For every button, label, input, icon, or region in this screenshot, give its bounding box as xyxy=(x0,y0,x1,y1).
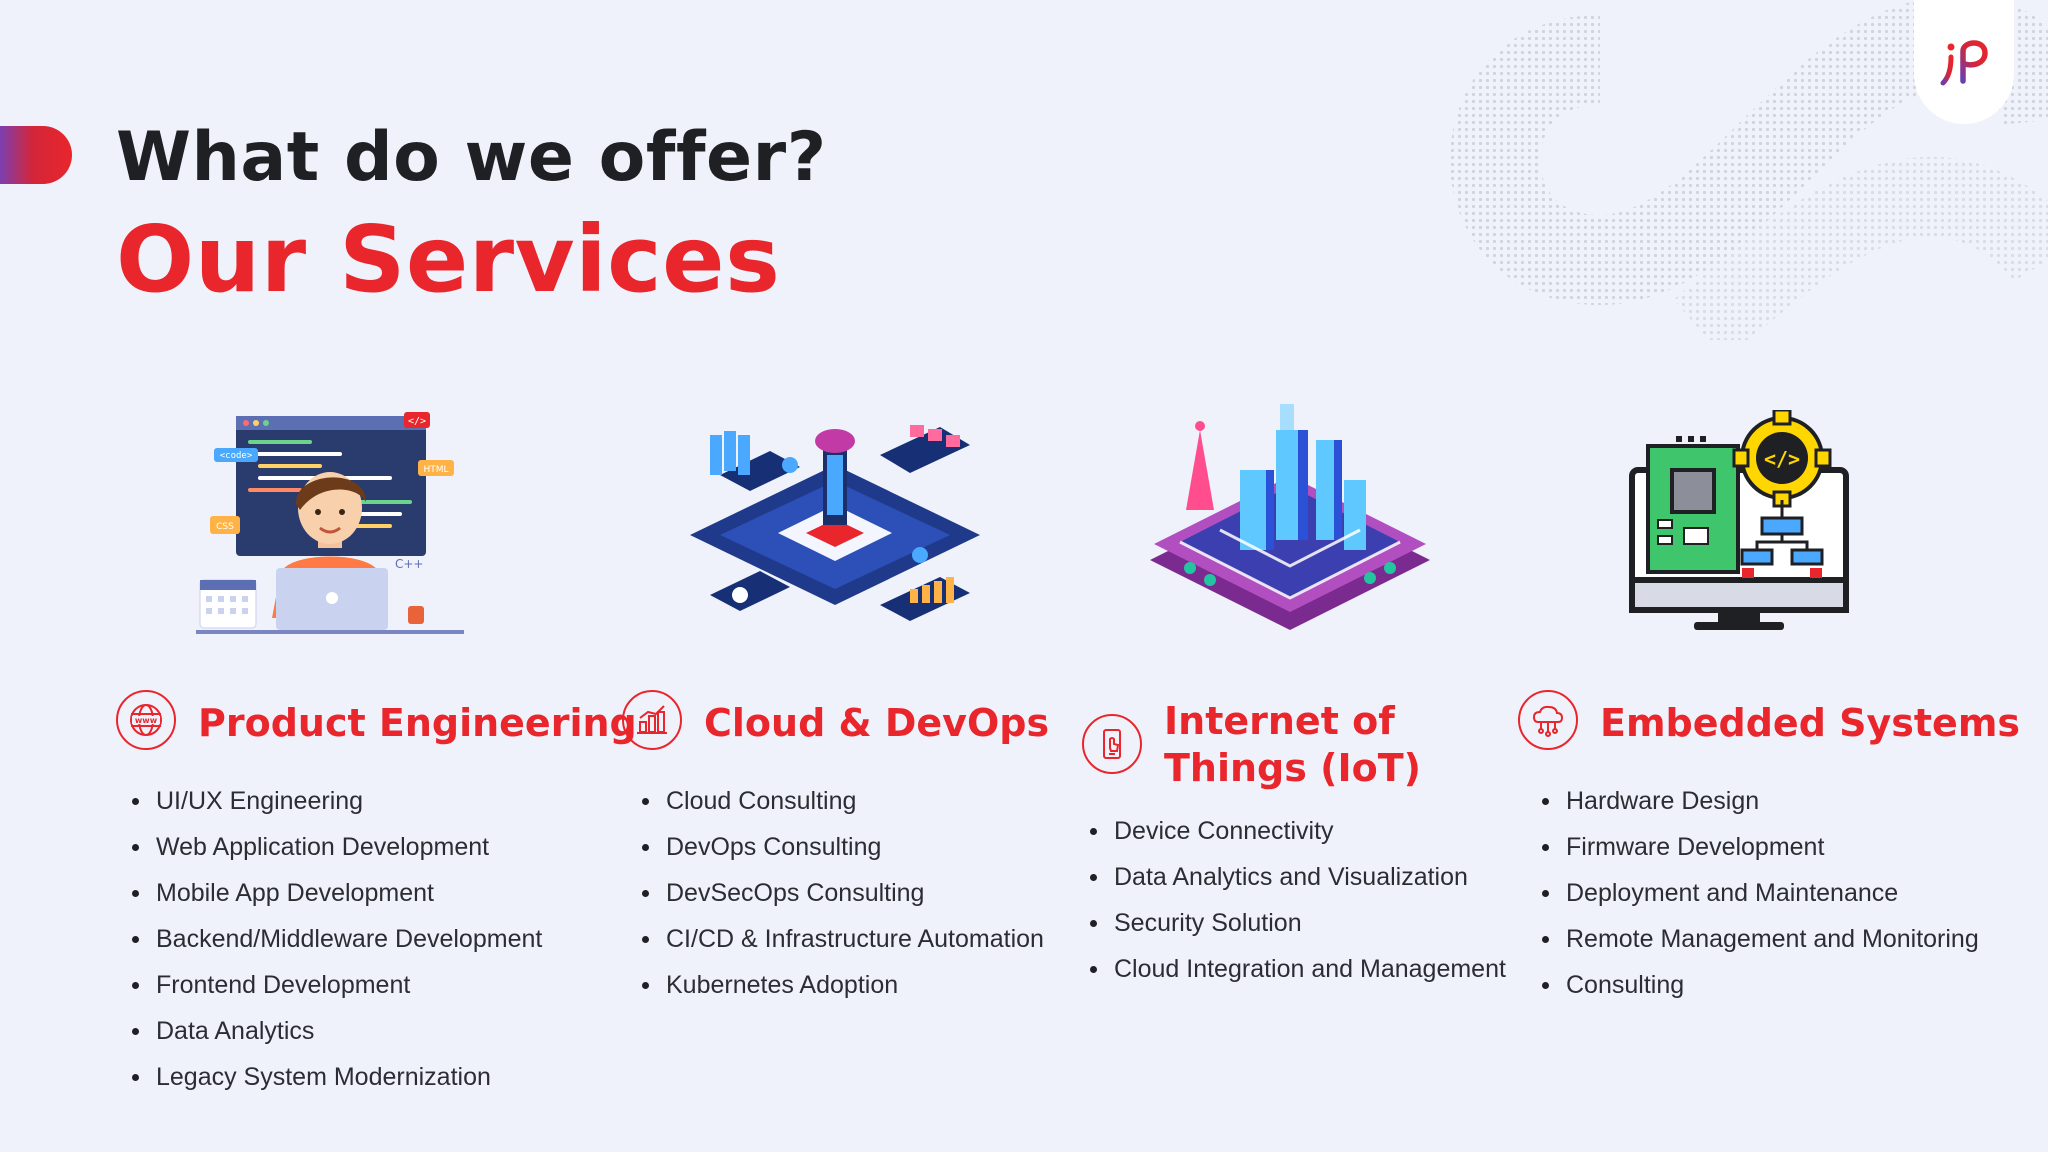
list-item: Data Analytics xyxy=(132,1008,637,1054)
list-item: Device Connectivity xyxy=(1090,808,1506,854)
page-subtitle: What do we offer? xyxy=(116,118,827,197)
service-title: Internet of Things (IoT) xyxy=(1164,698,1421,792)
code-label: <code> xyxy=(220,451,253,461)
service-title: Embedded Systems xyxy=(1600,701,2021,745)
cpp-label: C++ xyxy=(395,557,424,571)
list-item: Cloud Integration and Management xyxy=(1090,946,1506,992)
smartphone-touch-icon xyxy=(1082,714,1142,774)
list-item: Hardware Design xyxy=(1542,778,2020,824)
list-item: Data Analytics and Visualization xyxy=(1090,854,1506,900)
embedded-monitor-illustration: </> xyxy=(1629,410,1849,630)
list-item: Frontend Development xyxy=(132,962,637,1008)
list-item: Security Solution xyxy=(1090,900,1506,946)
list-item: Web Application Development xyxy=(132,824,637,870)
list-item: Firmware Development xyxy=(1542,824,2020,870)
service-items-list: Cloud Consulting DevOps Consulting DevSe… xyxy=(642,778,1049,1008)
list-item: DevSecOps Consulting xyxy=(642,870,1049,916)
list-item: Consulting xyxy=(1542,962,2020,1008)
service-product-engineering: www Product Engineering UI/UX Engineerin… xyxy=(116,690,637,1100)
page-title: Our Services xyxy=(116,206,781,313)
html-label: HTML xyxy=(423,465,448,475)
service-items-list: Hardware Design Firmware Development Dep… xyxy=(1542,778,2020,1008)
list-item: CI/CD & Infrastructure Automation xyxy=(642,916,1049,962)
list-item: Backend/Middleware Development xyxy=(132,916,637,962)
developer-illustration: </> <code> HTML CSS C++ xyxy=(196,412,464,634)
list-item: Deployment and Maintenance xyxy=(1542,870,2020,916)
list-item: DevOps Consulting xyxy=(642,824,1049,870)
service-title-line: Internet of xyxy=(1164,699,1395,743)
list-item: UI/UX Engineering xyxy=(132,778,637,824)
iot-city-illustration xyxy=(1150,404,1430,630)
list-item: Mobile App Development xyxy=(132,870,637,916)
service-title: Product Engineering xyxy=(198,701,637,745)
service-items-list: UI/UX Engineering Web Application Develo… xyxy=(132,778,637,1100)
service-cloud-devops: Cloud & DevOps Cloud Consulting DevOps C… xyxy=(622,690,1049,1008)
service-title: Cloud & DevOps xyxy=(704,701,1050,745)
list-item: Legacy System Modernization xyxy=(132,1054,637,1100)
logo-mark-icon xyxy=(1940,40,1988,86)
service-title-line: Things (IoT) xyxy=(1164,746,1422,790)
cloud-network-icon xyxy=(1518,690,1578,750)
service-iot: Internet of Things (IoT) Device Connecti… xyxy=(1082,698,1506,992)
service-items-list: Device Connectivity Data Analytics and V… xyxy=(1090,808,1506,992)
brand-logo[interactable] xyxy=(1914,0,2014,124)
www-label: www xyxy=(135,716,158,725)
list-item: Remote Management and Monitoring xyxy=(1542,916,2020,962)
bar-chart-icon xyxy=(622,690,682,750)
css-label: CSS xyxy=(216,522,234,532)
list-item: Cloud Consulting xyxy=(642,778,1049,824)
accent-tab xyxy=(0,126,72,184)
tag-label-2: </> xyxy=(1764,447,1800,471)
list-item: Kubernetes Adoption xyxy=(642,962,1049,1008)
tag-label: </> xyxy=(408,416,426,427)
service-embedded-systems: Embedded Systems Hardware Design Firmwar… xyxy=(1518,690,2020,1008)
cloud-devops-illustration xyxy=(690,425,980,621)
globe-www-icon: www xyxy=(116,690,176,750)
